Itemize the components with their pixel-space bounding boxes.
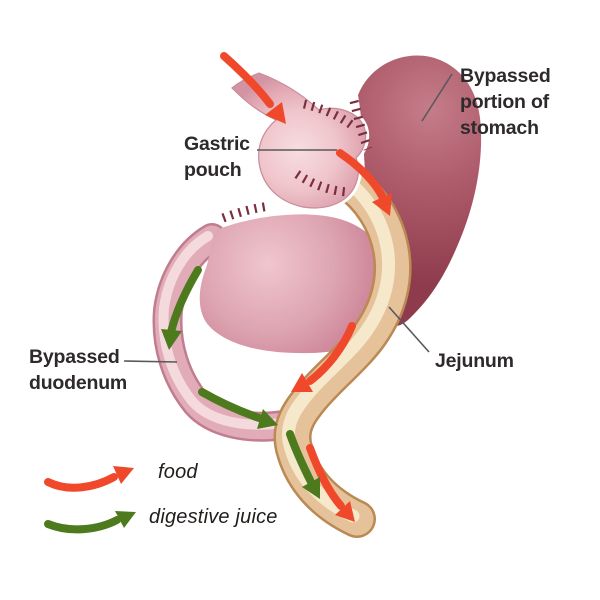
food-arrow-jejunum-mid-icon xyxy=(291,322,356,392)
pointer-lines xyxy=(123,73,453,363)
label-line: Gastric xyxy=(184,133,250,155)
food-legend-arrow-icon xyxy=(44,466,134,492)
label-line: Jejunum xyxy=(435,350,514,372)
duodenum-shape xyxy=(152,223,299,442)
label-line: portion of xyxy=(460,91,549,113)
food-arrow-esophagus-icon xyxy=(220,52,286,124)
pointer-jejunum xyxy=(388,306,430,353)
label-gastric-pouch: Gastric pouch xyxy=(184,131,250,183)
food-arrow-jejunum-top-icon xyxy=(336,149,392,216)
label-line: pouch xyxy=(184,159,242,181)
staple-row-remnant-stomach xyxy=(221,201,271,223)
label-line: Bypassed xyxy=(460,65,551,87)
food-arrow-common-limb-icon xyxy=(306,444,355,522)
label-line: stomach xyxy=(460,117,539,139)
staple-row-fundus-edge xyxy=(349,99,373,151)
food-arrows xyxy=(44,52,392,522)
staple-row-pouch-top xyxy=(302,99,357,131)
digestive-juice-arrows xyxy=(44,266,320,534)
staple-row-pouch-bottom xyxy=(294,170,349,197)
label-line: duodenum xyxy=(29,372,128,394)
juice-arrow-duodenum-icon xyxy=(161,266,202,350)
pointer-bypassed-stomach xyxy=(421,73,453,122)
legend-food-label: food xyxy=(158,461,198,483)
label-line: Bypassed xyxy=(29,346,120,368)
pointer-bypassed-duodenum xyxy=(123,360,178,363)
juice-legend-arrow-icon xyxy=(44,511,136,534)
label-bypassed-duodenum: Bypassed duodenum xyxy=(29,344,127,396)
juice-arrow-common-limb-icon xyxy=(286,430,320,499)
legend-digestive-juice-label: digestive juice xyxy=(149,506,278,528)
gastric-pouch-shape xyxy=(226,69,370,212)
label-jejunum: Jejunum xyxy=(435,348,514,374)
stomach-body-shape xyxy=(199,214,400,354)
label-bypassed-stomach: Bypassed portion of stomach xyxy=(460,63,551,141)
staple-lines xyxy=(221,99,373,223)
juice-arrow-junction-icon xyxy=(198,388,278,429)
